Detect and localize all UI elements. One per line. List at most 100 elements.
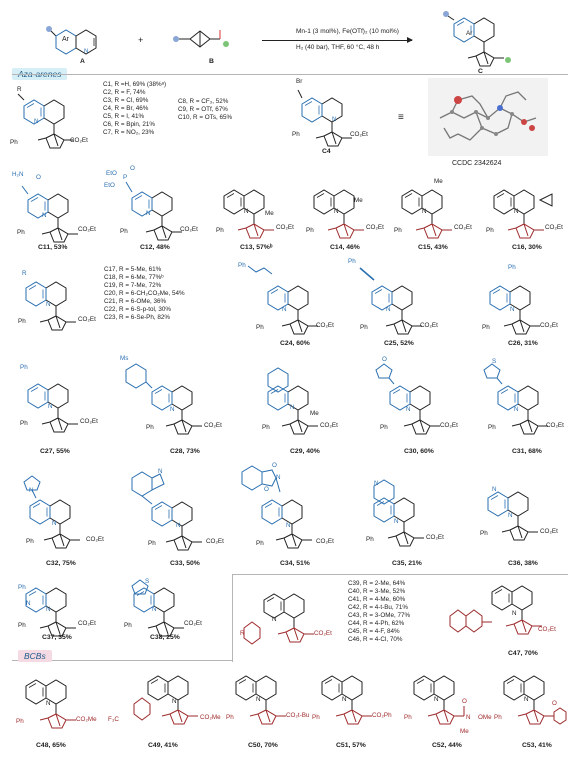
list-item: C45, R = 4-F, 84% xyxy=(348,628,400,635)
ester-c51: CO₂Ph xyxy=(372,712,392,719)
reaction-arrow xyxy=(262,40,412,41)
structure-c39-c46 xyxy=(243,593,315,645)
nitrogen-c25: N xyxy=(386,306,391,313)
product-structure xyxy=(443,11,511,67)
ester-c1: CO₂Et xyxy=(70,137,88,144)
nitrogen-c30: N xyxy=(406,406,411,413)
structure-c52 xyxy=(413,675,465,725)
ester-c36: CO₂Et xyxy=(540,528,558,535)
structure-c32 xyxy=(23,475,81,549)
nitrogen-imide-c34: N xyxy=(276,474,281,481)
n-amide-c52: N xyxy=(466,714,471,721)
ph-c28: Ph xyxy=(146,424,154,431)
nitrogen-c16: N xyxy=(514,208,519,215)
p-c12: P xyxy=(123,174,128,181)
ph-c36: Ph xyxy=(480,530,488,537)
reagent-a-structure xyxy=(46,26,97,55)
nitrogen-c47: N xyxy=(512,610,517,617)
structure-c29 xyxy=(267,367,319,435)
ester-c39: CO₂Et xyxy=(314,630,332,637)
o-top-c34: O xyxy=(272,462,277,469)
label-c15: C15, 43% xyxy=(418,244,448,251)
ester-c31: CO₂Et xyxy=(546,422,564,429)
label-c53: C53, 41% xyxy=(522,742,552,749)
ester-c30: CO₂Et xyxy=(440,422,458,429)
nitrogen-c4: N xyxy=(332,116,337,123)
o-bottom-c34: O xyxy=(264,486,269,493)
ph-c34: Ph xyxy=(256,540,264,547)
bcb-box-left-rule xyxy=(232,574,233,662)
conditions-line: H₂ (40 bar), THF, 60 °C, 48 h xyxy=(296,44,380,51)
label-c28: C28, 73% xyxy=(170,448,200,455)
ester-c26: CO₂Et xyxy=(540,322,558,329)
list-item: C20, R = 6-CH₂CO₂Me, 54% xyxy=(104,290,185,297)
ph-c17: Ph xyxy=(18,318,26,325)
ph-c1: Ph xyxy=(10,139,18,146)
s-c31: S xyxy=(492,358,497,365)
nitrogen-c49: N xyxy=(172,698,177,705)
structure-c25 xyxy=(359,267,423,335)
ph-c33: Ph xyxy=(148,540,156,547)
label-c49: C49, 41% xyxy=(148,742,178,749)
label-c48: C48, 65% xyxy=(36,742,66,749)
ester-c50: CO₂t-Bu xyxy=(286,712,310,719)
bcb-divider xyxy=(12,660,232,661)
label-c29: C29, 40% xyxy=(290,448,320,455)
list-item: C6, R = Bpin, 21% xyxy=(103,121,155,128)
crystal-structure-image xyxy=(428,78,548,156)
structure-c30 xyxy=(375,363,441,435)
label-c11: C11, 53% xyxy=(38,244,68,251)
list-item: C1, R =H, 69% (38%ᵃ) xyxy=(103,81,167,88)
me-c29: Me xyxy=(310,410,319,417)
list-item: C18, R = 6-Me, 77%ᵇ xyxy=(104,274,164,281)
me-c13: Me xyxy=(265,210,274,217)
nitrogen-c17: N xyxy=(46,301,51,308)
list-item: C41, R = 4-Me, 60% xyxy=(348,596,406,603)
ph-top-c26: Ph xyxy=(508,264,516,271)
label-c38: C38, 25% xyxy=(150,634,180,641)
structure-c35 xyxy=(373,479,425,547)
structure-c4 xyxy=(297,89,353,147)
label-c26: C26, 31% xyxy=(508,340,538,347)
ph-c32: Ph xyxy=(26,538,34,545)
list-item: C44, R = 4-Ph, 62% xyxy=(348,620,405,627)
nitrogen-pyrrole-c32: N xyxy=(29,487,34,494)
nitrogen-pyridine-c36: N xyxy=(492,486,497,493)
nitrogen-c15: N xyxy=(422,208,427,215)
ph-c27: Ph xyxy=(20,420,28,427)
nh2-c11: H₂N xyxy=(12,171,24,178)
equiv-sign: ≡ xyxy=(398,112,404,123)
list-item: C5, R = I, 41% xyxy=(103,113,145,120)
structure-c24 xyxy=(247,265,319,335)
ester-c33: CO₂Et xyxy=(206,538,224,545)
ring-label-a: Ar xyxy=(62,36,69,43)
nitrogen-c38: N xyxy=(152,606,157,613)
list-item: C8, R = CF₃, 52% xyxy=(178,98,229,105)
list-item: C39, R = 2-Me, 64% xyxy=(348,580,406,587)
nitrogen-indole-c33: N xyxy=(158,468,163,475)
ph-c13: Ph xyxy=(216,227,224,234)
ph-c29: Ph xyxy=(262,424,270,431)
structure-c16 xyxy=(493,189,553,239)
list-item: C43, R = 3-OMe, 77% xyxy=(348,612,411,619)
me-c52: Me xyxy=(460,728,469,735)
nitrogen-c37: N xyxy=(46,606,51,613)
list-item: C19, R = 7-Me, 72% xyxy=(104,282,162,289)
r-label-c1: R xyxy=(17,86,22,93)
ester-c25: CO₂Et xyxy=(420,322,438,329)
o-c11: O xyxy=(36,174,41,181)
ester-c24: CO₂Et xyxy=(316,322,334,329)
ph-c38: Ph xyxy=(124,622,132,629)
label-c25: C25, 52% xyxy=(384,340,414,347)
ph-top-c25: Ph xyxy=(348,258,356,265)
ph-top-c27: Ph xyxy=(20,364,28,371)
ester-c35: CO₂Et xyxy=(426,534,444,541)
ccdc-number: CCDC 2342624 xyxy=(452,160,502,167)
nitrogen-c28: N xyxy=(170,406,175,413)
label-c4: C4 xyxy=(322,148,331,155)
label-c13: C13, 57%ᵇ xyxy=(240,244,273,251)
list-item: C22, R = 6-S-p-tol, 30% xyxy=(104,306,172,313)
nitrogen-c1: N xyxy=(34,118,39,125)
ester-c17: CO₂Et xyxy=(78,316,96,323)
label-c12: C12, 48% xyxy=(140,244,170,251)
